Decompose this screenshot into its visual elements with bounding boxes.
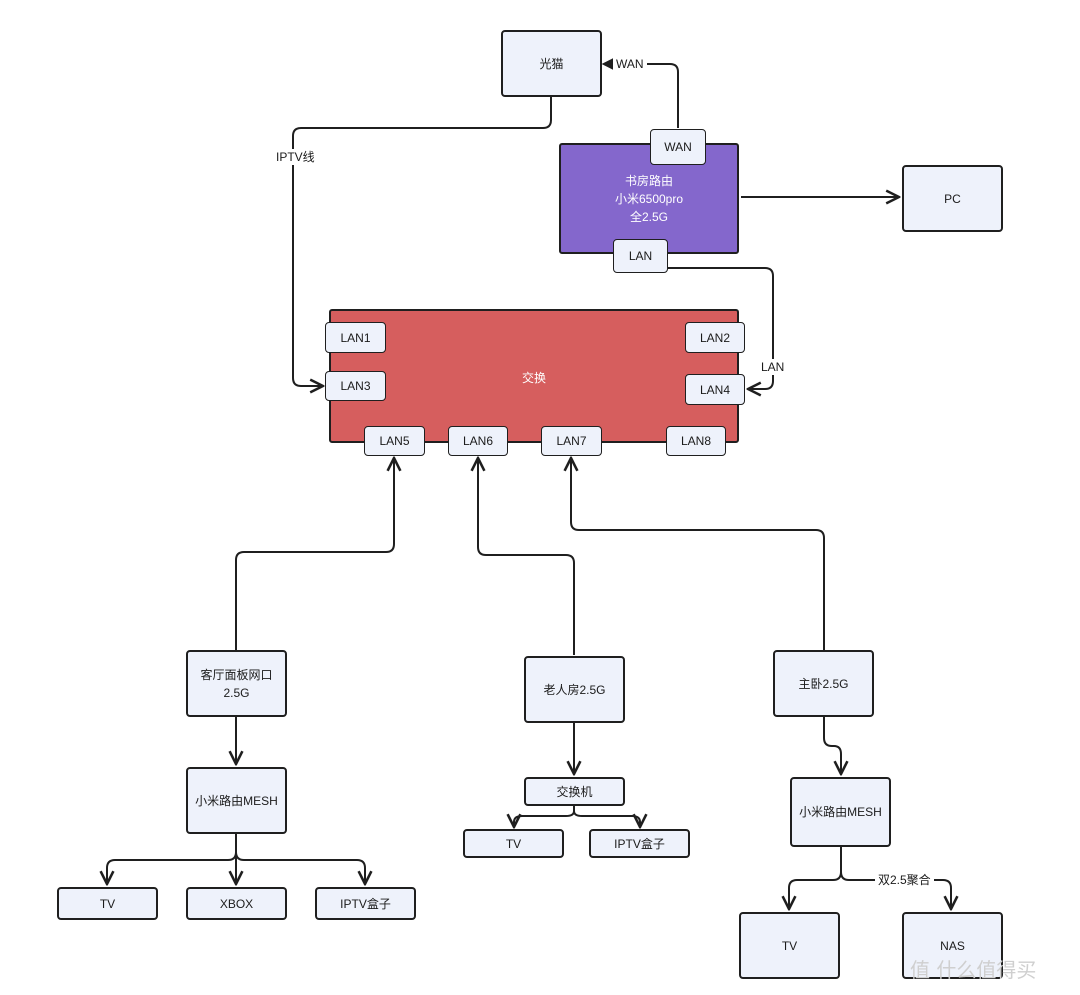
master-bedroom-node[interactable]: 主卧2.5G <box>773 650 874 717</box>
switch-port-lan4[interactable]: LAN4 <box>685 374 745 405</box>
edge-iptv-line <box>292 97 552 386</box>
elder-tv-node[interactable]: TV <box>463 829 564 858</box>
edge-wan-modem <box>601 58 679 128</box>
edge-living-lan5 <box>235 458 394 650</box>
study-router-lan-port[interactable]: LAN <box>613 239 668 273</box>
edge-label-wan: WAN <box>613 56 647 72</box>
switch-port-lan1[interactable]: LAN1 <box>325 322 386 353</box>
living-panel-node[interactable]: 客厅面板网口 2.5G <box>186 650 287 717</box>
edge-elder-lan6 <box>478 458 575 655</box>
switch-port-lan6[interactable]: LAN6 <box>448 426 508 456</box>
modem-node[interactable]: 光猫 <box>501 30 602 97</box>
switch-label: 交换 <box>522 371 547 385</box>
master-tv-node[interactable]: TV <box>739 912 840 979</box>
master-mesh-node[interactable]: 小米路由MESH <box>790 777 891 847</box>
edge-master-nas <box>840 871 951 909</box>
switch-node[interactable] <box>329 309 739 443</box>
edge-living-tv <box>107 834 237 884</box>
switch-port-lan7[interactable]: LAN7 <box>541 426 602 456</box>
edge-elder-iptv <box>573 810 640 827</box>
switch-port-lan3[interactable]: LAN3 <box>325 371 386 401</box>
edge-elder-tv <box>514 806 575 827</box>
edge-router-lan4 <box>668 267 774 389</box>
study-router-node[interactable]: 书房路由 小米6500pro 全2.5G <box>559 143 739 254</box>
edge-master-mesh <box>823 717 841 774</box>
study-router-wan-port[interactable]: WAN <box>650 129 706 165</box>
edge-living-iptv <box>235 851 365 884</box>
elder-switch-node[interactable]: 交换机 <box>524 777 625 806</box>
watermark: 值 什么值得买 <box>910 958 1037 982</box>
pc-node[interactable]: PC <box>902 165 1003 232</box>
master-nas-node[interactable]: NAS <box>902 912 1003 979</box>
switch-port-lan2[interactable]: LAN2 <box>685 322 745 353</box>
switch-port-lan8[interactable]: LAN8 <box>666 426 726 456</box>
elder-iptv-node[interactable]: IPTV盒子 <box>589 829 690 858</box>
living-tv-node[interactable]: TV <box>57 887 158 920</box>
living-xbox-node[interactable]: XBOX <box>186 887 287 920</box>
edge-master-lan7 <box>571 458 825 650</box>
living-iptv-node[interactable]: IPTV盒子 <box>315 887 416 920</box>
edge-label-lan: LAN <box>758 359 788 375</box>
edge-label-iptv-line: IPTV线 <box>273 149 318 165</box>
switch-port-lan5[interactable]: LAN5 <box>364 426 425 456</box>
living-mesh-node[interactable]: 小米路由MESH <box>186 767 287 834</box>
edge-label-dual-agg: 双2.5聚合 <box>875 872 934 888</box>
edge-master-tv <box>789 847 842 909</box>
elder-room-node[interactable]: 老人房2.5G <box>524 656 625 723</box>
